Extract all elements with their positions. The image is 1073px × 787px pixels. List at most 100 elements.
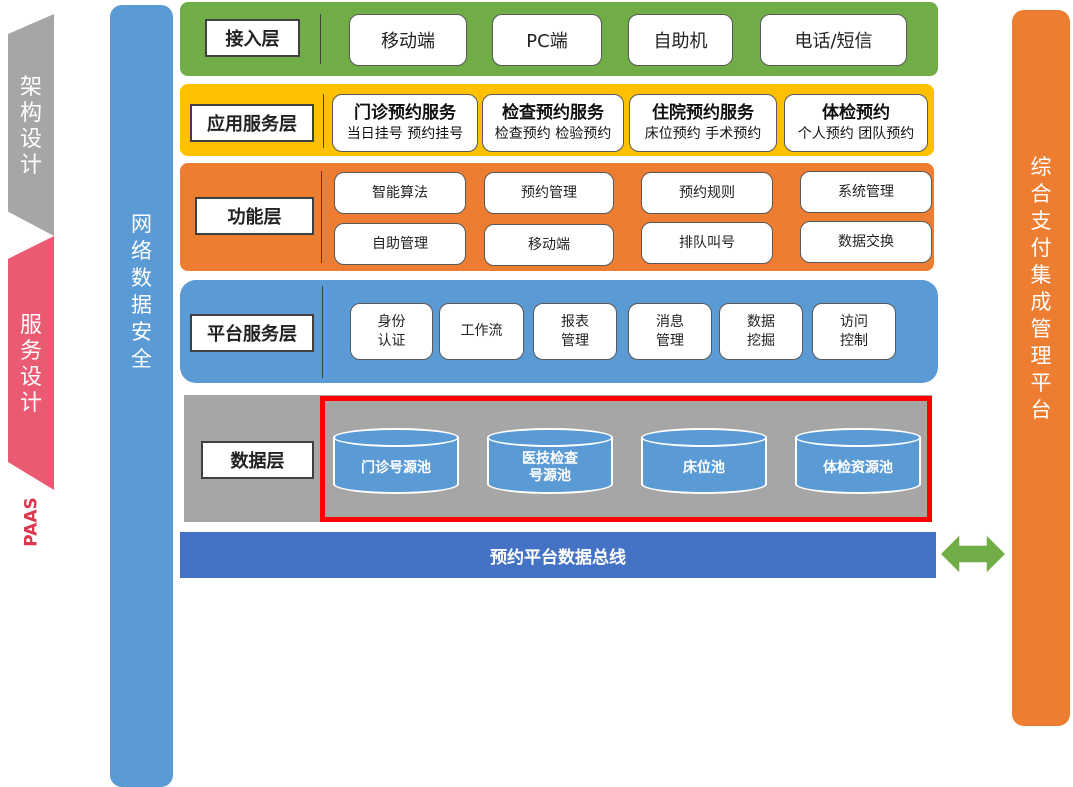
platform-service-layer: 平台服务层 身份 认证 工作流 报表 管理 消息 管理 数据 挖掘 访问 控制 — [180, 280, 938, 383]
cylinder-bottom — [333, 475, 459, 494]
item-line: 报表 — [561, 313, 589, 330]
pool-physical-exam: 体检资源池 — [795, 428, 921, 494]
divider — [322, 286, 323, 378]
bar-char: 数 — [131, 266, 152, 290]
pool-outpatient: 门诊号源池 — [333, 428, 459, 494]
data-pool-highlight-frame — [320, 396, 932, 522]
item-line: 工作流 — [460, 323, 503, 339]
payment-integration-bar: 综 合 支 付 集 成 管 理 平 台 — [1012, 10, 1070, 726]
service-outpatient: 门诊预约服务 当日挂号 预约挂号 — [332, 94, 478, 152]
service-subtitle: 个人预约 团队预约 — [797, 126, 915, 142]
app-service-layer: 应用服务层 门诊预约服务 当日挂号 预约挂号 检查预约服务 检查预约 检验预约 … — [180, 84, 934, 156]
pool-label: 体检资源池 — [795, 446, 921, 490]
bar-char: 管 — [1030, 317, 1052, 341]
function-item: 预约管理 — [484, 172, 614, 214]
pool-label-line: 门诊号源池 — [361, 459, 431, 476]
paas-label: PAAS — [14, 492, 50, 552]
service-title: 门诊预约服务 — [354, 103, 456, 123]
platform-item-access-control: 访问 控制 — [812, 303, 896, 360]
item-line: 控制 — [840, 332, 868, 349]
item-line: 身份 — [377, 313, 406, 330]
access-layer-label: 接入层 — [205, 19, 300, 57]
service-examination: 检查预约服务 检查预约 检验预约 — [482, 94, 624, 152]
service-physical-exam: 体检预约 个人预约 团队预约 — [784, 94, 928, 152]
pool-label: 床位池 — [641, 446, 767, 490]
data-bus-label: 预约平台数据总线 — [490, 547, 626, 568]
platform-item-workflow: 工作流 — [439, 303, 524, 360]
app-layer-label: 应用服务层 — [190, 104, 314, 142]
ribbon-char: 务 — [19, 339, 42, 364]
architecture-design-ribbon: 架 构 设 计 — [8, 14, 54, 236]
function-item: 排队叫号 — [641, 222, 773, 264]
bar-char: 付 — [1030, 236, 1052, 260]
cylinder-top — [333, 428, 459, 447]
bar-char: 安 — [131, 320, 152, 344]
pool-label: 门诊号源池 — [333, 446, 459, 490]
platform-item-datamining: 数据 挖掘 — [719, 303, 803, 360]
bar-char: 理 — [1030, 344, 1052, 368]
cylinder-top — [641, 428, 767, 447]
item-line: 消息 — [656, 313, 684, 330]
bar-char: 集 — [1030, 263, 1052, 287]
access-layer: 接入层 移动端 PC端 自助机 电话/短信 — [180, 2, 938, 76]
cylinder-top — [487, 428, 613, 447]
function-item: 预约规则 — [641, 172, 773, 214]
service-subtitle: 检查预约 检验预约 — [494, 126, 612, 142]
bar-char: 支 — [1030, 209, 1052, 233]
divider — [320, 14, 321, 64]
divider — [323, 94, 324, 148]
cylinder-bottom — [487, 475, 613, 494]
pool-label-line: 医技检查 — [522, 451, 578, 467]
platform-item-auth: 身份 认证 — [350, 303, 433, 360]
item-line: 管理 — [656, 332, 684, 349]
data-bus: 预约平台数据总线 — [180, 532, 936, 578]
service-subtitle: 床位预约 手术预约 — [644, 126, 762, 142]
function-layer: 功能层 智能算法 预约管理 预约规则 系统管理 自助管理 移动端 排队叫号 数据… — [180, 163, 934, 271]
access-item-kiosk: 自助机 — [628, 14, 733, 66]
function-item: 自助管理 — [334, 223, 466, 265]
function-item: 系统管理 — [800, 171, 932, 213]
access-item-pc: PC端 — [492, 14, 602, 66]
platform-item-report: 报表 管理 — [533, 303, 617, 360]
paas-text: PAAS — [22, 497, 42, 547]
service-inpatient: 住院预约服务 床位预约 手术预约 — [629, 94, 777, 152]
access-item-phone-sms: 电话/短信 — [760, 14, 907, 66]
ribbon-char: 架 — [19, 75, 42, 100]
pool-label: 医技检查 号源池 — [487, 446, 613, 490]
service-design-ribbon: 服 务 设 计 — [8, 236, 54, 490]
service-subtitle: 当日挂号 预约挂号 — [346, 126, 464, 142]
pool-label-line: 体检资源池 — [823, 459, 893, 476]
pool-label-line: 号源池 — [529, 468, 571, 484]
divider — [321, 171, 322, 263]
cylinder-bottom — [641, 475, 767, 494]
bar-char: 据 — [131, 293, 152, 317]
ribbon-char: 计 — [19, 391, 42, 416]
pool-label-line: 床位池 — [683, 459, 725, 476]
ribbon-char: 服 — [19, 313, 42, 338]
bar-char: 网 — [131, 212, 152, 236]
bar-char: 综 — [1030, 155, 1052, 179]
function-item: 移动端 — [484, 224, 614, 266]
item-line: 认证 — [377, 332, 406, 349]
platform-item-message: 消息 管理 — [628, 303, 712, 360]
double-arrow-icon — [938, 532, 1008, 576]
network-data-security-bar: 网 络 数 据 安 全 — [110, 5, 173, 787]
service-title: 住院预约服务 — [652, 103, 754, 123]
cylinder-bottom — [795, 475, 921, 494]
function-layer-label: 功能层 — [195, 197, 314, 235]
ribbon-char: 构 — [19, 101, 42, 126]
bar-char: 络 — [131, 239, 152, 263]
item-line: 数据 — [747, 313, 775, 330]
bar-char: 全 — [131, 347, 152, 371]
service-title: 检查预约服务 — [502, 103, 604, 123]
item-line: 挖掘 — [747, 332, 775, 349]
pool-medtech-exam: 医技检查 号源池 — [487, 428, 613, 494]
bar-char: 台 — [1030, 398, 1052, 422]
function-item: 数据交换 — [800, 221, 932, 263]
ribbon-char: 设 — [19, 365, 42, 390]
platform-layer-label: 平台服务层 — [190, 314, 314, 352]
cylinder-top — [795, 428, 921, 447]
ribbon-char: 设 — [19, 127, 42, 152]
bar-char: 平 — [1030, 371, 1052, 395]
pool-bed: 床位池 — [641, 428, 767, 494]
